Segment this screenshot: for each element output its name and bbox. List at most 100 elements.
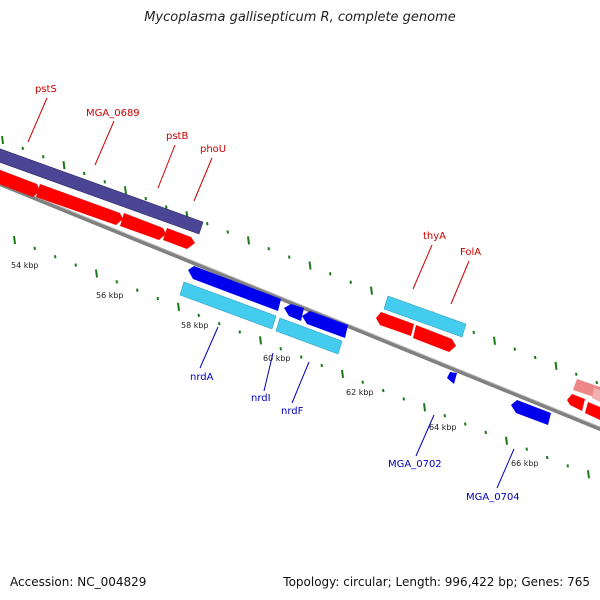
outer-minor-tick <box>513 347 516 351</box>
outer-major-tick <box>370 286 373 295</box>
inner-minor-tick <box>361 380 364 384</box>
outer-minor-tick <box>595 380 598 385</box>
gene-pstS[interactable] <box>0 168 40 197</box>
genome-summary: Topology: circular; Length: 996,422 bp; … <box>283 575 590 589</box>
gene-MGA_0689[interactable] <box>36 184 123 225</box>
inner-minor-tick <box>464 422 467 426</box>
gene-label-group: pstS MGA_0689 pstB phoU thyA FolA nrdA nrdI nrdF… <box>27 84 520 503</box>
gene-pstB-leader-line <box>157 144 176 189</box>
inner-tick-track <box>13 235 590 479</box>
outer-minor-tick <box>165 205 168 209</box>
inner-minor-tick <box>320 363 323 368</box>
inner-minor-tick <box>74 263 77 267</box>
gene-MGA_0689-label[interactable]: MGA_0689 <box>86 108 140 119</box>
outer-minor-tick <box>575 372 578 376</box>
kbp-label: 60 kbp <box>263 354 291 363</box>
gene-MGA_0702[interactable] <box>447 372 457 384</box>
gene-MGA_0689-leader-line <box>94 120 115 166</box>
gene-MGA_0702-leader-line <box>415 414 435 457</box>
outer-minor-tick <box>21 146 24 151</box>
gene-nrdI-leader-line <box>263 352 274 392</box>
inner-minor-tick <box>484 430 487 435</box>
gene-FolA-label[interactable]: FolA <box>460 247 481 258</box>
gene-phoU[interactable] <box>163 228 195 249</box>
gene-pstS-leader-line <box>27 97 48 143</box>
kbp-label: 56 kbp <box>96 291 124 300</box>
outer-minor-tick <box>329 272 332 276</box>
inner-minor-tick <box>115 280 118 284</box>
kbp-label: 66 kbp <box>511 459 539 468</box>
inner-minor-tick <box>402 397 405 401</box>
outer-major-tick <box>62 160 66 170</box>
inner-minor-tick <box>443 414 446 418</box>
inner-minor-tick <box>238 330 241 334</box>
gene-nrdF-label[interactable]: nrdF <box>281 406 304 417</box>
inner-major-tick <box>177 302 180 312</box>
map-title: Mycoplasma gallisepticum R, complete gen… <box>144 10 456 25</box>
gene-MGA_0704-label[interactable]: MGA_0704 <box>466 492 520 503</box>
inner-major-tick <box>259 336 262 345</box>
outer-major-tick <box>247 236 250 245</box>
outer-major-tick <box>124 186 127 195</box>
gene-thyA-leader-line <box>412 244 433 290</box>
outer-major-tick <box>308 261 312 270</box>
gene-right-faded-2[interactable] <box>592 388 600 402</box>
inner-minor-tick <box>382 388 385 393</box>
outer-minor-tick <box>103 180 106 184</box>
inner-major-tick <box>505 436 508 445</box>
gene-FolA[interactable] <box>413 325 456 352</box>
outer-minor-tick <box>42 155 45 159</box>
inner-minor-tick <box>218 321 221 326</box>
gene-nrdA[interactable] <box>188 266 281 311</box>
gene-MGA_0702-label[interactable]: MGA_0702 <box>388 459 442 470</box>
outer-tick-track <box>1 135 598 385</box>
inner-minor-tick <box>197 313 200 317</box>
kbp-label: 64 kbp <box>429 423 457 432</box>
gene-nrdF-leader-line <box>291 361 310 404</box>
outer-major-tick <box>1 135 4 145</box>
gene-pstS-label[interactable]: pstS <box>35 84 57 95</box>
outer-major-tick <box>554 361 558 370</box>
inner-minor-tick <box>136 288 139 292</box>
inner-minor-tick <box>525 447 528 451</box>
gene-nrdA-label[interactable]: nrdA <box>190 372 214 383</box>
outer-minor-tick <box>206 221 209 226</box>
gene-nrdI[interactable] <box>284 304 304 321</box>
inner-major-tick <box>341 369 344 378</box>
inner-minor-tick <box>566 464 569 468</box>
kbp-label: 54 kbp <box>11 261 39 270</box>
gene-MGA_0704[interactable] <box>511 400 551 425</box>
gene-phoU-label[interactable]: phoU <box>200 144 226 155</box>
outer-minor-tick <box>83 171 86 176</box>
gene-thyA[interactable] <box>376 312 414 336</box>
gene-phoU-leader-line <box>193 157 213 202</box>
operon-bar[interactable] <box>0 147 204 235</box>
inner-major-tick <box>423 403 426 412</box>
gene-pstB[interactable] <box>120 213 166 240</box>
gene-right-red-2[interactable] <box>585 402 600 420</box>
gene-FolA-leader-line <box>450 260 470 305</box>
cds-nrdF[interactable] <box>275 317 343 355</box>
gene-nrdI-label[interactable]: nrdI <box>251 393 271 404</box>
outer-minor-tick <box>144 196 147 201</box>
gene-thyA-label[interactable]: thyA <box>423 231 446 242</box>
inner-minor-tick <box>300 355 303 359</box>
inner-major-tick <box>13 235 16 245</box>
outer-minor-tick <box>288 255 291 259</box>
outer-minor-tick <box>349 280 352 284</box>
inner-major-tick <box>587 470 590 479</box>
cds-nrdA[interactable] <box>179 281 277 330</box>
inner-minor-tick <box>33 246 36 251</box>
gene-nrdA-leader-line <box>199 326 219 369</box>
gene-pstB-label[interactable]: pstB <box>166 131 188 142</box>
outer-minor-tick <box>267 247 270 251</box>
gene-right-red[interactable] <box>567 394 585 411</box>
kbp-label: 62 kbp <box>346 388 374 397</box>
accession-label: Accession: NC_004829 <box>10 575 147 589</box>
outer-major-tick <box>493 336 496 345</box>
cds-thyA-FolA[interactable] <box>383 295 467 338</box>
gene-nrdF[interactable] <box>302 311 348 338</box>
